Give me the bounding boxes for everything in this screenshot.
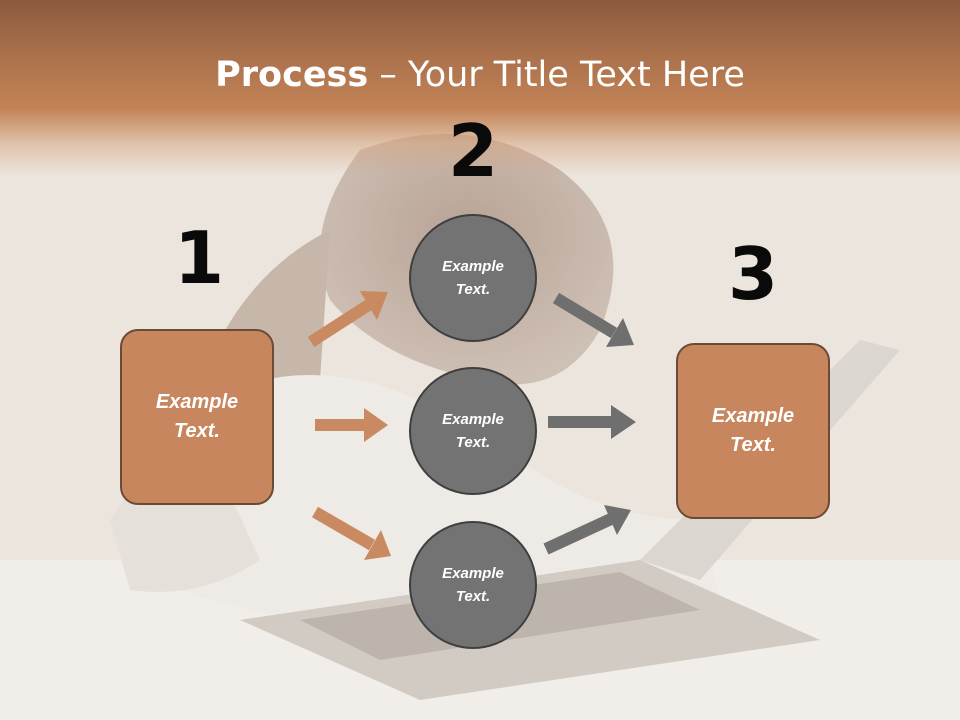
step-number-2: 2 bbox=[447, 109, 499, 193]
step-number-3: 3 bbox=[727, 232, 779, 316]
left-process-box: Example Text. bbox=[120, 329, 274, 505]
circle-bottom: Example Text. bbox=[409, 521, 537, 649]
arrow-top-to-right bbox=[552, 292, 634, 347]
circle-top-text: Example Text. bbox=[442, 258, 504, 298]
circle-middle: Example Text. bbox=[409, 367, 537, 495]
title-rest-part: – Your Title Text Here bbox=[368, 55, 745, 95]
circle-bottom-text: Example Text. bbox=[442, 565, 504, 605]
circle-top: Example Text. bbox=[409, 214, 537, 342]
arrow-bottom-to-right bbox=[543, 505, 631, 555]
left-box-text: Example Text. bbox=[155, 391, 239, 442]
slide-title: Process – Your Title Text Here bbox=[0, 54, 960, 96]
right-process-box: Example Text. bbox=[676, 343, 830, 519]
title-banner bbox=[0, 0, 960, 175]
arrow-left-to-middle bbox=[315, 408, 388, 442]
arrow-middle-to-right bbox=[548, 405, 636, 439]
arrow-left-to-top bbox=[307, 291, 388, 348]
arrow-left-to-bottom bbox=[311, 506, 391, 560]
right-box-text: Example Text. bbox=[711, 405, 795, 456]
circle-middle-text: Example Text. bbox=[442, 411, 504, 451]
step-number-1: 1 bbox=[173, 216, 225, 300]
title-bold-part: Process bbox=[215, 55, 369, 95]
